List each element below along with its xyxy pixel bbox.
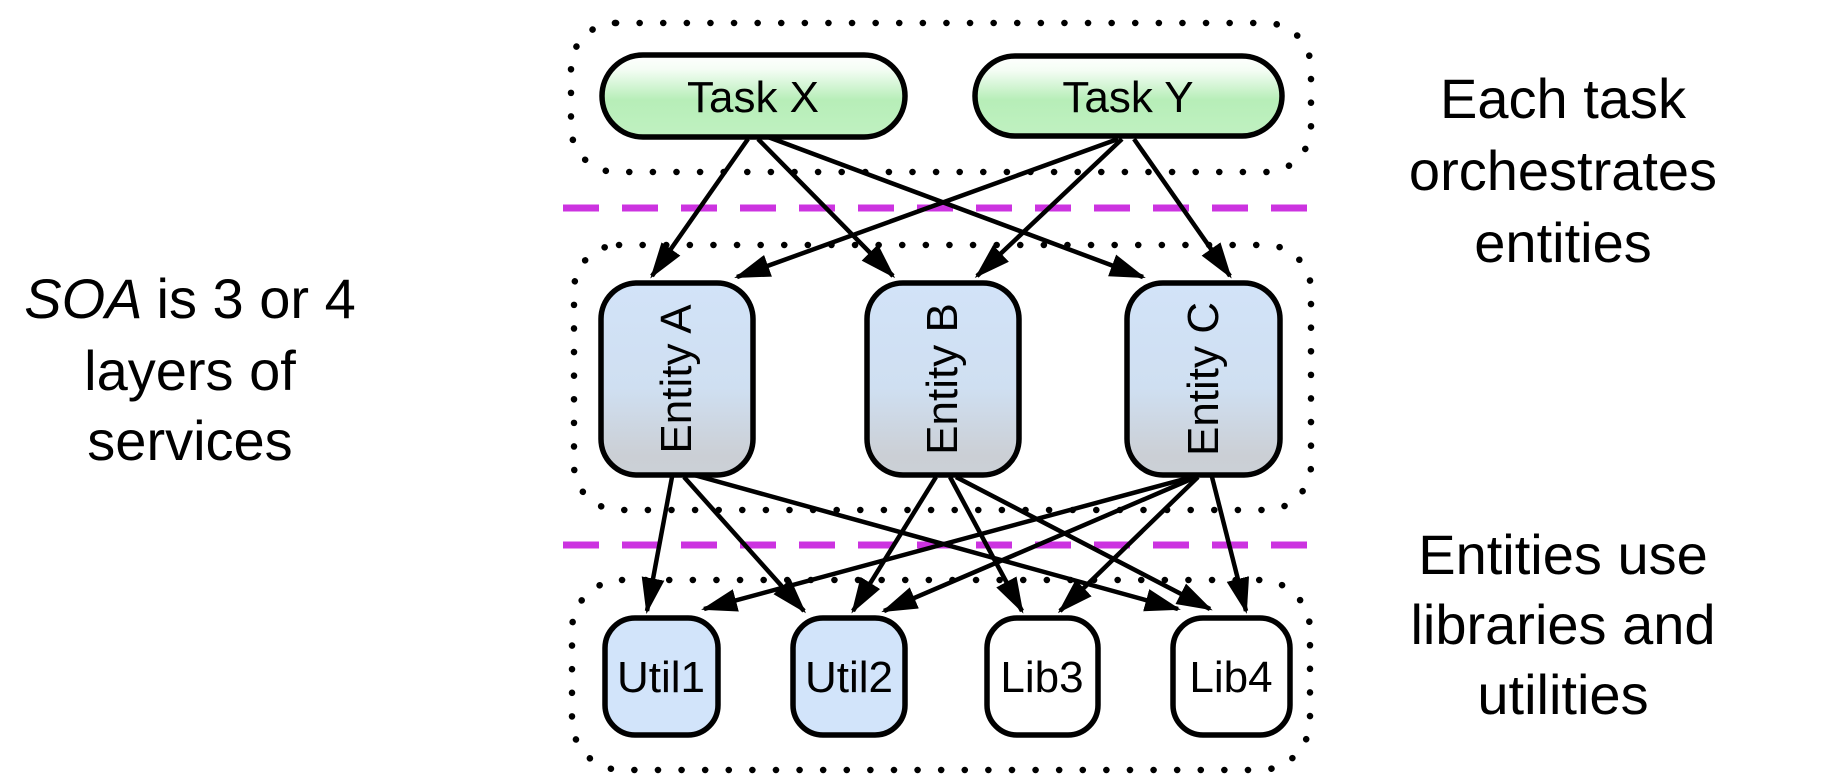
task-y-label: Task Y	[1062, 73, 1193, 122]
left-note-line1-italic: SOA	[24, 267, 142, 330]
node-entity-a	[598, 280, 756, 478]
util2-label: Util2	[805, 653, 893, 702]
node-entity-c	[1124, 280, 1283, 478]
edge-entity-b-to-lib3	[948, 475, 1024, 614]
task-nodes: Task X Task Y	[599, 52, 1285, 140]
edge-entity-b-to-lib4	[954, 475, 1213, 611]
top-right-note-line2: orchestrates	[1409, 139, 1717, 202]
bottom-right-note: Entities use libraries and utilities	[1410, 523, 1715, 726]
left-note-line1-rest: is 3 or 4	[157, 267, 356, 330]
edges-entity-to-utility	[641, 472, 1250, 614]
lib4-label: Lib4	[1189, 653, 1272, 702]
edge-entity-c-to-lib3	[1057, 475, 1200, 614]
task-x-label: Task X	[687, 73, 819, 122]
entity-c-label: Entity C	[1179, 302, 1228, 456]
node-util1	[602, 615, 721, 738]
lib3-label: Lib3	[1000, 653, 1083, 702]
entity-a-label: Entity A	[652, 304, 701, 454]
node-lib4	[1170, 615, 1293, 738]
top-right-note-line3: entities	[1474, 211, 1651, 274]
edge-entity-a-to-util1	[641, 476, 675, 614]
edge-task-x-to-entity-c	[767, 134, 1146, 280]
node-task-y	[972, 53, 1285, 139]
edge-entity-a-to-lib4	[693, 472, 1181, 612]
left-note-line2: layers of	[84, 339, 296, 402]
edge-task-y-to-entity-c	[1132, 137, 1232, 279]
bottom-right-note-line1: Entities use	[1418, 523, 1708, 586]
edge-task-x-to-entity-b	[756, 137, 896, 279]
layer-box-entities	[570, 241, 1315, 514]
bottom-right-note-line3: utilities	[1477, 663, 1648, 726]
left-note-line3: services	[87, 409, 292, 472]
edge-task-y-to-entity-b	[974, 137, 1124, 279]
utility-nodes: Util1 Util2 Lib3 Lib4	[602, 615, 1293, 738]
entity-nodes: Entity A Entity B Entity C	[598, 280, 1283, 478]
layer-containers	[567, 19, 1315, 774]
edge-entity-c-to-util2	[881, 474, 1197, 614]
node-entity-b	[864, 280, 1022, 478]
top-right-note-line1: Each task	[1440, 67, 1687, 130]
top-right-note: Each task orchestrates entities	[1409, 67, 1717, 274]
edge-task-x-to-entity-a	[650, 137, 750, 279]
layer-box-utilities	[568, 576, 1314, 774]
node-lib3	[984, 615, 1101, 738]
edges-task-to-entity	[650, 134, 1232, 280]
edge-entity-b-to-util2	[851, 475, 938, 614]
bottom-right-note-line2: libraries and	[1410, 593, 1715, 656]
edge-task-y-to-entity-a	[734, 136, 1119, 280]
node-task-x	[599, 52, 908, 140]
node-util2	[790, 615, 908, 738]
edge-entity-c-to-lib4	[1209, 476, 1250, 614]
edge-entity-c-to-util1	[701, 474, 1193, 612]
util1-label: Util1	[617, 653, 705, 702]
entity-b-label: Entity B	[918, 303, 967, 455]
